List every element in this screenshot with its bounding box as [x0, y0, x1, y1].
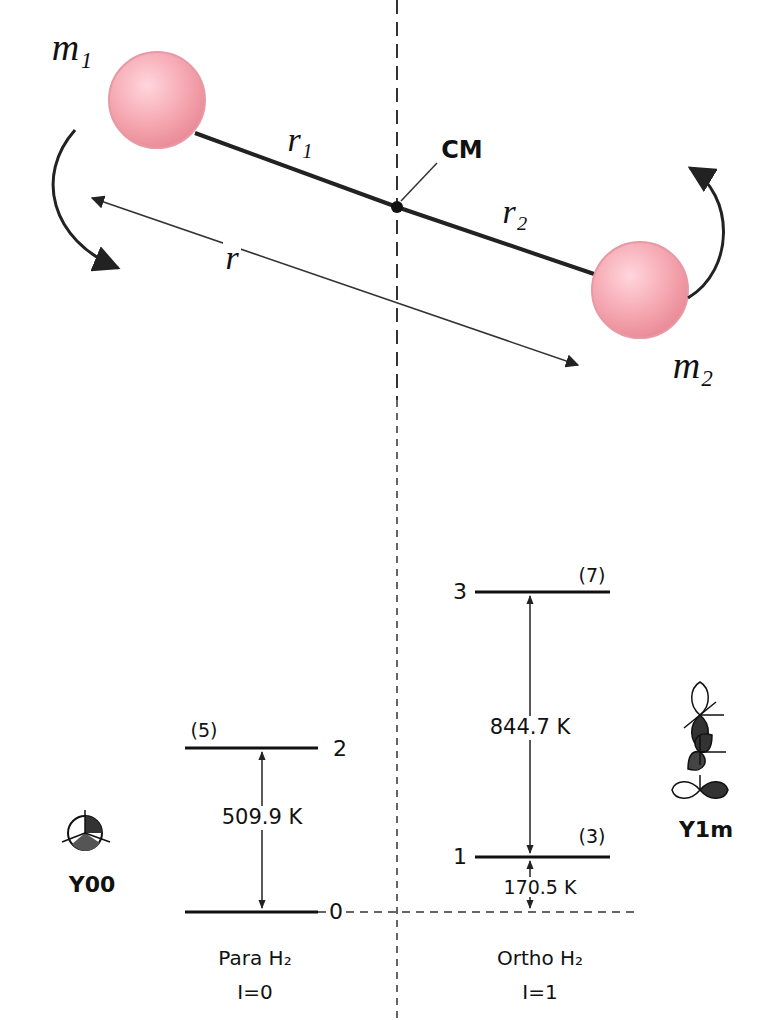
- axis-line: [396, 400, 398, 1020]
- energy-gap-label: 170.5 K: [502, 877, 579, 898]
- mass-sphere: [592, 242, 688, 338]
- degeneracy-number: (3): [579, 826, 606, 847]
- mass-label: m₁: [52, 27, 93, 69]
- species-label: Para H₂: [218, 947, 291, 969]
- level-number: 0: [327, 900, 345, 924]
- gap-arrow: [262, 596, 530, 908]
- mass-label: m₂: [673, 345, 714, 387]
- rotation-arrow: [53, 130, 118, 268]
- distance-label: r: [223, 239, 240, 276]
- p-orbital-icon: [672, 775, 728, 798]
- level-number: 1: [453, 845, 467, 869]
- s-orbital-icon: [62, 810, 110, 851]
- p-orbital-icon: [688, 734, 726, 770]
- species-label: Ortho H₂: [497, 947, 583, 969]
- energy-gap-label: 844.7 K: [488, 716, 573, 739]
- distance-label: r₁: [287, 121, 312, 158]
- level-number: 3: [453, 580, 467, 604]
- cm-label: CM: [441, 137, 483, 163]
- degeneracy-number: (7): [579, 565, 606, 586]
- spin-label: I=0: [237, 981, 272, 1003]
- level-number: 2: [333, 737, 347, 761]
- rotation-arrow: [688, 168, 724, 298]
- mass-sphere: [109, 52, 205, 148]
- degeneracy-number: (5): [191, 720, 218, 741]
- axis-line: [396, 0, 398, 400]
- energy-gap-label: 509.9 K: [220, 806, 305, 829]
- spin-label: I=1: [522, 981, 557, 1003]
- energy-levels: [185, 592, 610, 912]
- harmonic-label: Y1m: [679, 818, 733, 842]
- cm-dot: [391, 201, 403, 213]
- harmonic-label: Y00: [69, 873, 116, 897]
- distance-label: r₂: [502, 193, 527, 230]
- ground-line: [318, 911, 640, 913]
- leader-line: [401, 163, 437, 201]
